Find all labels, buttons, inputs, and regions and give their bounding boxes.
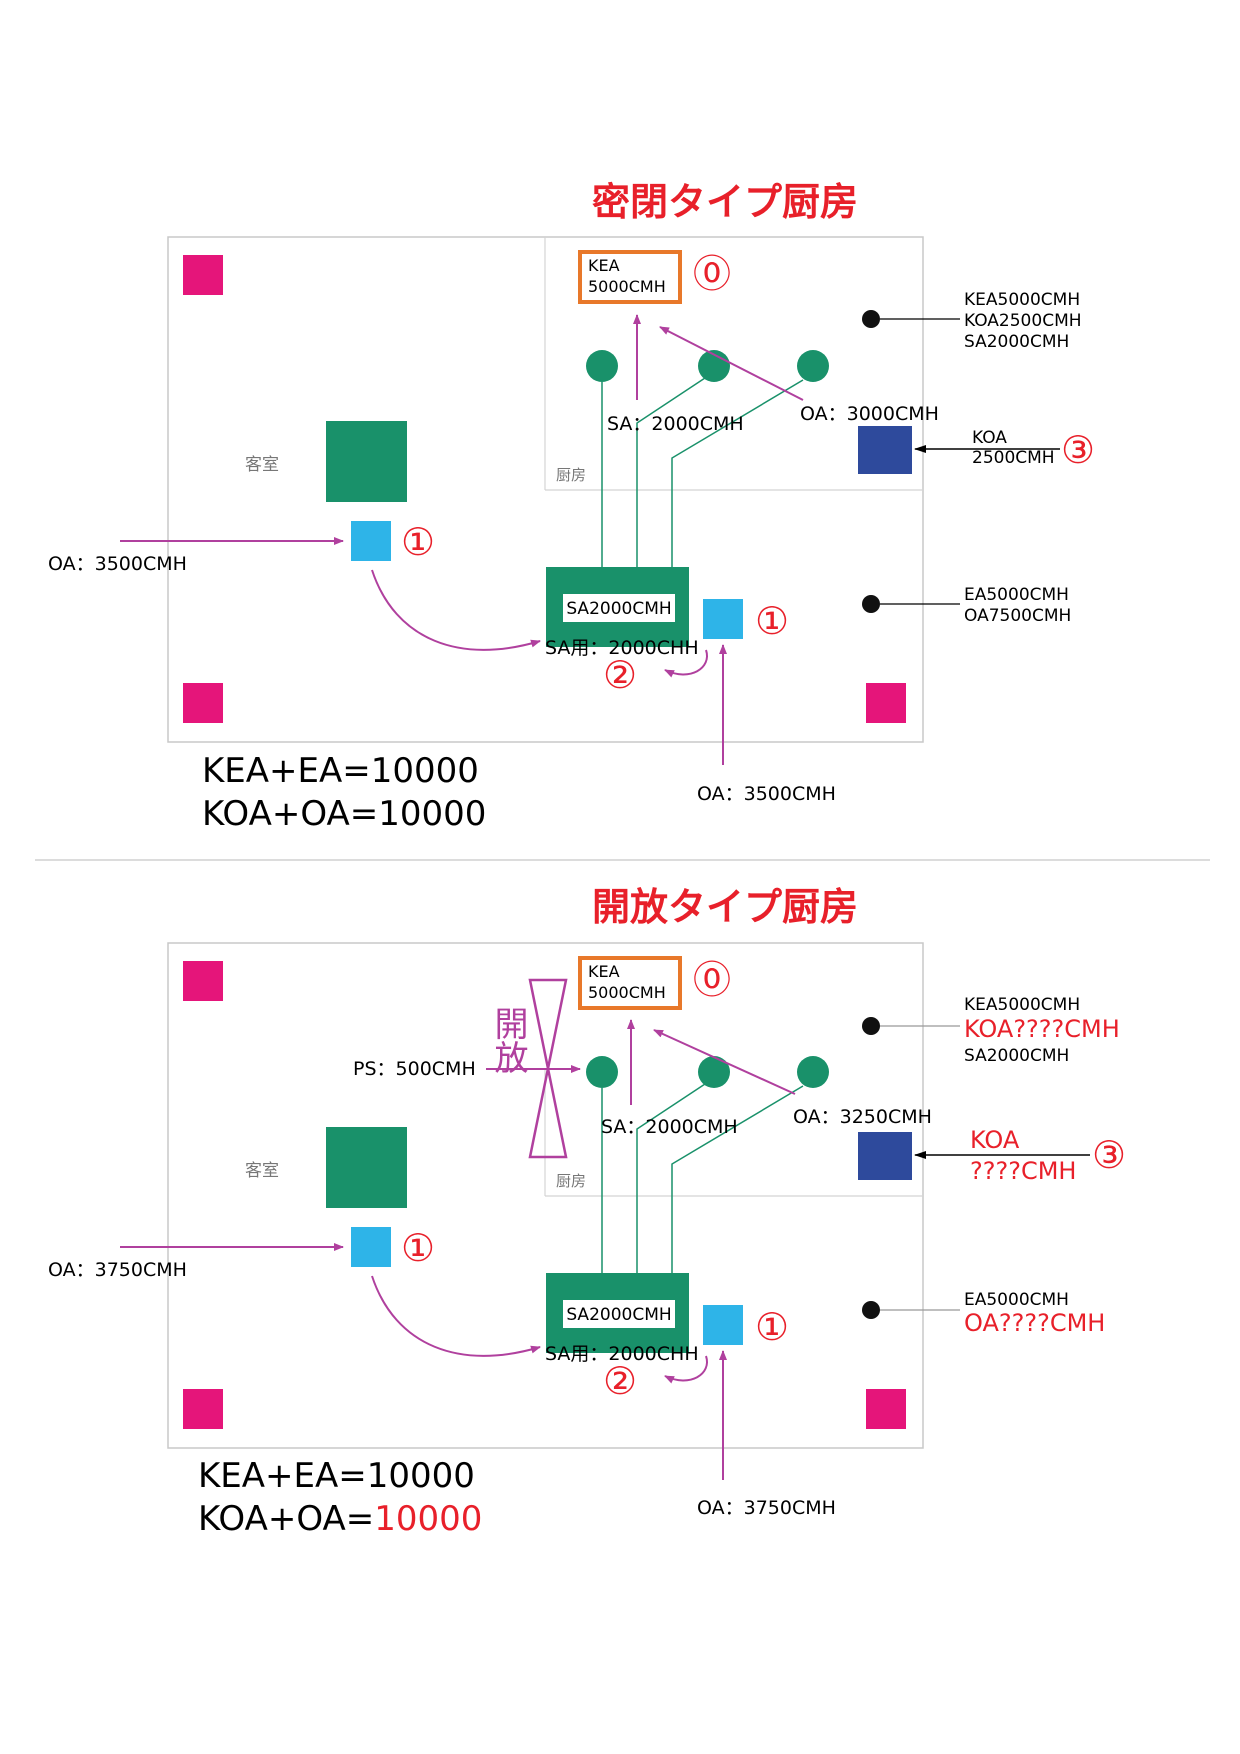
- duct-line: [671, 1085, 804, 1274]
- kitchen-label: 厨房: [556, 1172, 586, 1190]
- oa-curve-arrow: [664, 1355, 708, 1384]
- formula-intake: KOA+OA=10000: [198, 1499, 482, 1539]
- oa-curve-arrow: [664, 649, 708, 678]
- sa-label: SA：2000CMH: [607, 413, 744, 435]
- diffuser-circle: [797, 1056, 829, 1088]
- info-dot: [862, 1301, 880, 1319]
- sa-unit-sub-label: SA用：2000CHH: [545, 637, 699, 659]
- koa-label-line1: KOA: [970, 1126, 1020, 1154]
- marker-1: ①: [755, 1305, 789, 1349]
- marker-3: ③: [1061, 428, 1095, 472]
- kea-box: [578, 250, 682, 304]
- info-top-line: KOA2500CMH: [964, 311, 1082, 331]
- marker-0: ⓪: [693, 958, 731, 1002]
- koa-label-line2: 2500CMH: [972, 448, 1055, 468]
- oa-bottom-label: OA：3500CMH: [697, 783, 836, 805]
- formula-exhaust: KEA+EA=10000: [198, 1456, 475, 1496]
- section-open-kitchen: 開放タイプ厨房 KEA 5000CMH ⓪ 開放 PS：500CMH SA：20…: [48, 885, 1126, 1539]
- oa-intake-left: [351, 1227, 391, 1267]
- room-unit: [326, 421, 407, 502]
- corner-square: [183, 683, 223, 723]
- corner-square: [183, 961, 223, 1001]
- room-label: 客室: [245, 455, 279, 475]
- kea-box: [578, 956, 682, 1010]
- marker-1: ①: [401, 1226, 435, 1270]
- oa-kitchen-label: OA：3000CMH: [800, 403, 939, 425]
- info-top-line: SA2000CMH: [964, 332, 1069, 352]
- section-title: 開放タイプ厨房: [592, 885, 858, 929]
- sa-unit-label: SA2000CMH: [566, 599, 671, 619]
- sa-unit-sub-label: SA用：2000CHH: [545, 1343, 699, 1365]
- oa-curve-arrow: [371, 1275, 541, 1357]
- formula-exhaust: KEA+EA=10000: [202, 751, 479, 791]
- info-bottom-line: EA5000CMH: [964, 1290, 1069, 1310]
- oa-intake-right: [703, 599, 743, 639]
- info-bottom-line: OA7500CMH: [964, 606, 1071, 626]
- info-top-line: KEA5000CMH: [964, 995, 1080, 1015]
- marker-1: ①: [401, 520, 435, 564]
- formula-intake-prefix: KOA+OA=: [198, 1499, 374, 1539]
- oa-arrow: [653, 1029, 796, 1095]
- info-dot: [862, 1017, 880, 1035]
- formula-intake-prefix: KOA+OA=: [202, 794, 378, 834]
- oa-left-label: OA：3500CMH: [48, 553, 187, 575]
- info-top-line: KEA5000CMH: [964, 290, 1080, 310]
- info-top-line: KOA????CMH: [964, 1015, 1120, 1043]
- oa-kitchen-label: OA：3250CMH: [793, 1106, 932, 1128]
- oa-bottom-label: OA：3750CMH: [697, 1497, 836, 1519]
- formula-intake-value: 10000: [378, 794, 486, 834]
- room-label: 客室: [245, 1161, 279, 1181]
- info-top-line: SA2000CMH: [964, 1046, 1069, 1066]
- kitchen-label: 厨房: [556, 466, 586, 484]
- diffuser-circle: [586, 350, 618, 382]
- koa-label-line1: KOA: [972, 428, 1007, 448]
- oa-curve-arrow: [371, 569, 541, 651]
- room-unit: [326, 1127, 407, 1208]
- section-closed-kitchen: 密閉タイプ厨房 KEA 5000CMH ⓪ SA：2000CMH OA：3000…: [48, 180, 1095, 834]
- sa-unit-label-box: [563, 1300, 675, 1328]
- formula-intake-value: 10000: [374, 1499, 482, 1539]
- marker-2: ②: [603, 1359, 637, 1403]
- kea-box-line1: KEA: [588, 256, 620, 275]
- open-label: 開放: [488, 1006, 528, 1074]
- diffuser-circle: [698, 1056, 730, 1088]
- koa-unit: [858, 426, 912, 474]
- marker-2: ②: [603, 653, 637, 697]
- kea-box-line2: 5000CMH: [588, 983, 666, 1002]
- sa-unit-label-box: [563, 594, 675, 622]
- kea-box-line1: KEA: [588, 962, 620, 981]
- marker-3: ③: [1092, 1133, 1126, 1177]
- sa-unit-label: SA2000CMH: [566, 1305, 671, 1325]
- corner-square: [183, 1389, 223, 1429]
- oa-intake-left: [351, 521, 391, 561]
- oa-intake-right: [703, 1305, 743, 1345]
- oa-arrow: [659, 326, 804, 401]
- duct-line: [636, 1083, 706, 1274]
- oa-left-label: OA：3750CMH: [48, 1259, 187, 1281]
- formula-intake: KOA+OA=10000: [202, 794, 486, 834]
- info-dot: [862, 310, 880, 328]
- info-bottom-line: OA????CMH: [964, 1309, 1105, 1337]
- koa-label-line2: ????CMH: [970, 1157, 1076, 1185]
- marker-1: ①: [755, 599, 789, 643]
- info-bottom-line: EA5000CMH: [964, 585, 1069, 605]
- kea-box-line2: 5000CMH: [588, 277, 666, 296]
- sa-label: SA：2000CMH: [601, 1116, 738, 1138]
- ps-label: PS：500CMH: [353, 1058, 476, 1080]
- corner-square: [866, 683, 906, 723]
- info-dot: [862, 595, 880, 613]
- duct-line: [671, 379, 804, 568]
- open-symbol: [528, 978, 568, 1159]
- duct-line: [636, 377, 706, 568]
- marker-0: ⓪: [693, 252, 731, 296]
- diffuser-circle: [586, 1056, 618, 1088]
- koa-unit: [858, 1132, 912, 1180]
- corner-square: [183, 255, 223, 295]
- corner-square: [866, 1389, 906, 1429]
- section-title: 密閉タイプ厨房: [592, 180, 858, 224]
- diffuser-circle: [797, 350, 829, 382]
